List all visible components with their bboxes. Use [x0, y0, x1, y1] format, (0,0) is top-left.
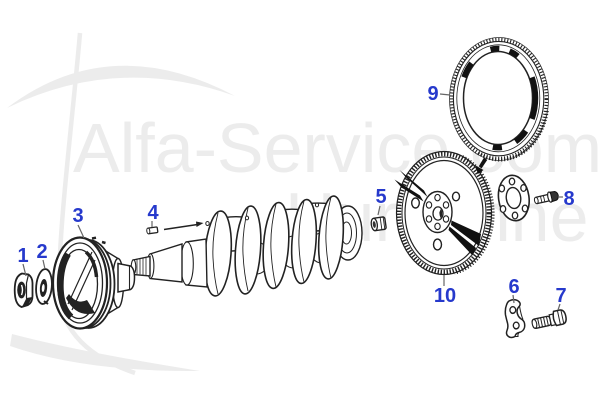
- svg-text:9: 9: [427, 83, 438, 105]
- svg-text:1: 1: [17, 245, 28, 267]
- svg-text:5: 5: [375, 186, 386, 208]
- svg-text:3: 3: [72, 205, 83, 227]
- svg-text:2: 2: [36, 241, 47, 263]
- svg-text:7: 7: [555, 285, 566, 307]
- svg-text:8: 8: [563, 188, 574, 210]
- svg-text:10: 10: [434, 285, 456, 307]
- svg-text:4: 4: [147, 202, 159, 224]
- svg-text:6: 6: [508, 276, 519, 298]
